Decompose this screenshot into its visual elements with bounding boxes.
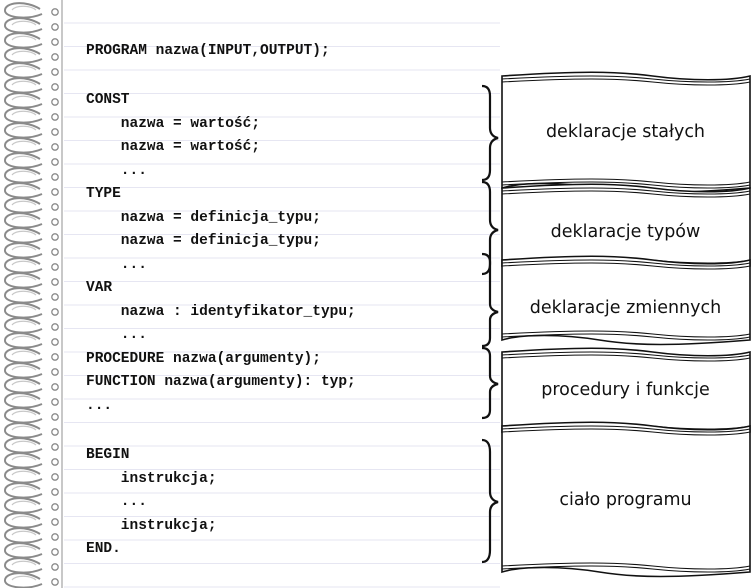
code-line: nazwa = definicja_typu; — [86, 233, 321, 249]
scroll-banner-shape — [501, 421, 751, 578]
code-line: instrukcja; — [86, 470, 217, 487]
code-line: nazwa = wartość; — [86, 139, 261, 155]
braces-group — [481, 84, 499, 564]
code-line: instrukcja; — [86, 517, 217, 534]
body-note-label: ciało programu — [559, 490, 692, 510]
code-line: END. — [86, 541, 121, 557]
code-line: ... — [86, 162, 147, 179]
subprograms-note-banner: procedury i funkcje — [500, 346, 751, 440]
curly-brace-icon — [481, 438, 499, 564]
code-line: VAR — [86, 280, 113, 296]
notebook-paper — [64, 0, 500, 588]
code-line: TYPE — [86, 186, 121, 202]
code-line: ... — [86, 397, 113, 414]
code-line: FUNCTION nazwa(argumenty): typ; — [86, 374, 356, 390]
program-header-line: PROGRAM nazwa(INPUT,OUTPUT); — [86, 43, 330, 59]
curly-brace-icon — [481, 84, 499, 182]
code-line: BEGIN — [86, 447, 130, 463]
scroll-banner-shape — [501, 255, 751, 346]
const-note-banner: deklaracje stałych — [500, 70, 751, 196]
code-line: nazwa = wartość; — [86, 115, 261, 132]
var-note-label: deklaracje zmiennych — [529, 298, 722, 318]
subprograms-note-label: procedury i funkcje — [541, 380, 710, 400]
spiral-binding-icon — [4, 0, 63, 588]
code-line: ... — [86, 256, 147, 273]
code-line: ... — [86, 494, 147, 510]
body-note-banner: ciało programu — [500, 420, 751, 580]
code-line: PROCEDURE nazwa(argumenty); — [86, 350, 321, 367]
var-note-banner: deklaracje zmiennych — [500, 254, 751, 348]
curly-brace-icon — [481, 346, 499, 420]
curly-brace-icon — [481, 252, 499, 348]
type-note-label: deklaracje typów — [550, 222, 701, 242]
code-line: nazwa : identyfikator_typu; — [86, 303, 356, 320]
code-line: nazwa = definicja_typu; — [86, 209, 321, 226]
code-line: ... — [86, 327, 147, 343]
code-line: CONST — [86, 92, 130, 108]
const-note-label: deklaracje stałych — [545, 122, 706, 142]
